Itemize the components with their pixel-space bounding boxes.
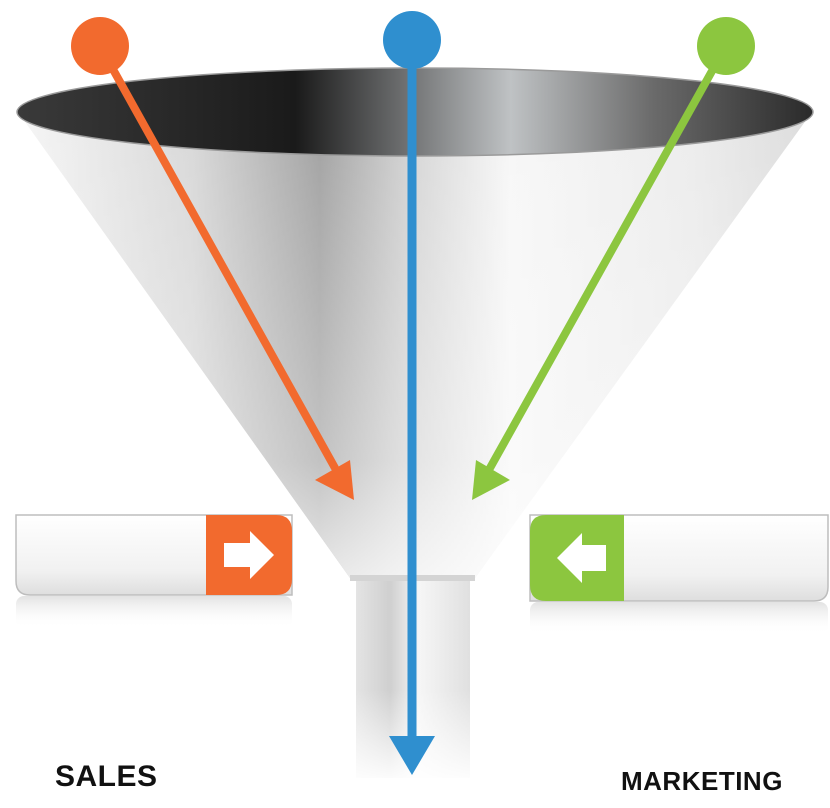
sales-arrow-shaft xyxy=(96,42,339,472)
arrow-left-icon xyxy=(557,533,606,583)
marketing-label: MARKETING xyxy=(621,766,783,796)
center-arrow-dot xyxy=(383,11,441,69)
center-arrowhead xyxy=(389,736,435,775)
arrow-right-icon xyxy=(224,531,274,579)
marketing-arrow-shaft xyxy=(486,42,730,472)
marketing-arrow-dot xyxy=(697,17,755,75)
sales-label: SALES xyxy=(55,760,158,793)
sales-arrowhead xyxy=(315,460,354,500)
sales-arrow-dot xyxy=(71,17,129,75)
sales-bar-reflection xyxy=(16,596,292,628)
marketing-bar-reflection xyxy=(530,602,828,634)
marketing-arrowhead xyxy=(472,460,510,500)
